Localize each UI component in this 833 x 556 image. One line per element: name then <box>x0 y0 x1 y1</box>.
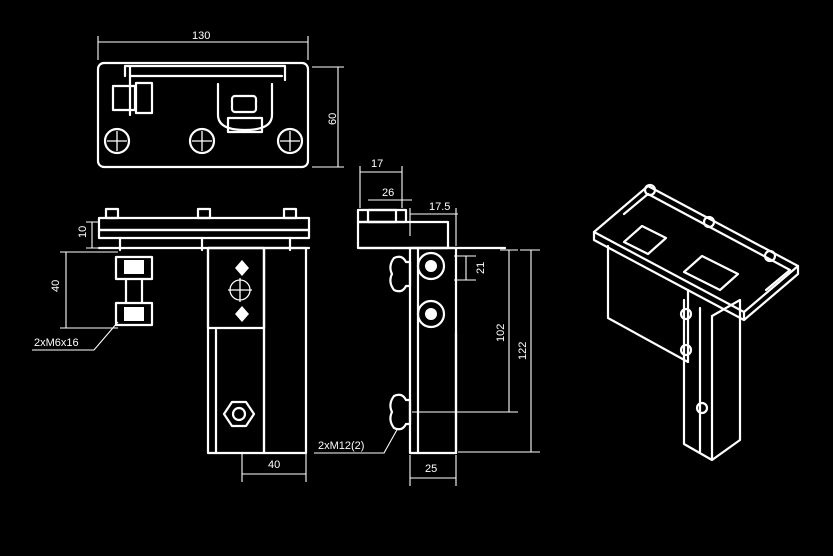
dim-top-height: 60 <box>327 113 339 125</box>
front-diamond-holes <box>228 260 252 322</box>
dim-line-top-width <box>97 36 309 60</box>
dim-side-bottom-width: 25 <box>425 463 437 475</box>
front-clamp-rod <box>124 277 144 305</box>
front-hex-nut <box>222 400 256 428</box>
iso-vertical-leg <box>682 298 742 462</box>
iso-slot-left <box>622 224 668 256</box>
dim-front-width: 40 <box>268 459 280 471</box>
top-clip-bracket <box>123 64 287 117</box>
side-top-block <box>356 208 408 224</box>
side-plate <box>356 220 450 250</box>
top-clamp-screw <box>134 81 154 115</box>
front-hanging-plate <box>206 246 266 330</box>
front-bolt-head-center <box>196 207 212 220</box>
dim-side-offset: 17.5 <box>429 201 450 213</box>
dim-side-height-inner: 102 <box>495 324 507 342</box>
front-top-plate-lower <box>97 228 311 240</box>
dim-front-spacing: 10 <box>77 226 89 238</box>
side-knob-lower <box>389 393 412 431</box>
dim-line-side-bottom-width <box>409 455 457 486</box>
dim-line-side-height-outer <box>458 249 540 453</box>
dim-line-side-top-width <box>359 166 403 208</box>
dim-side-height-outer: 122 <box>517 342 529 360</box>
side-top-slot <box>366 208 398 224</box>
iso-screw-1 <box>643 183 657 197</box>
iso-top-plate-edge <box>592 230 800 322</box>
top-view: 130 60 <box>96 30 344 169</box>
dim-front-height: 40 <box>50 280 62 292</box>
iso-hanging-plate <box>606 244 690 364</box>
front-clamp-lower <box>114 301 154 327</box>
iso-screw-2 <box>702 215 716 229</box>
top-hole-center <box>188 127 216 155</box>
dim-line-front-spacing <box>86 221 100 249</box>
top-clamp-block <box>111 84 137 112</box>
dim-line-front-width <box>241 453 307 482</box>
side-knob-upper <box>389 255 412 293</box>
dim-line-side-height-inner <box>412 249 518 413</box>
callout-leader-screws <box>32 321 119 351</box>
top-hole-left <box>103 127 131 155</box>
front-top-plate <box>97 216 311 232</box>
front-clamp-upper <box>114 255 154 281</box>
top-slot-handle <box>216 82 274 132</box>
iso-hole-leg <box>695 401 709 415</box>
iso-slot-right <box>682 254 740 292</box>
front-bolt-head-left <box>104 207 120 220</box>
side-body-edge <box>416 246 458 455</box>
dim-line-side-offset <box>409 208 458 246</box>
front-clamp-cap-top <box>124 260 144 274</box>
front-leg-outer <box>262 246 308 455</box>
iso-screw-3 <box>763 249 777 263</box>
dim-side-top-width: 17 <box>371 158 383 170</box>
iso-top-plate <box>592 184 800 314</box>
side-view: 17 26 17.5 21 102 122 25 2xM12(2) <box>314 158 540 486</box>
side-hole-upper <box>416 251 446 281</box>
callout-screws: 2xM6x16 <box>34 337 79 349</box>
iso-hole-upper <box>679 307 693 321</box>
isometric-view <box>592 183 800 462</box>
front-view: 10 40 40 2xM6x16 <box>32 207 311 482</box>
iso-hole-lower <box>679 343 693 357</box>
callout-leader-nuts <box>314 427 399 454</box>
top-slot-nut <box>230 94 258 114</box>
dim-line-top-height <box>312 66 344 168</box>
front-bolt-head-right <box>282 207 298 220</box>
dim-side-hole-gap: 21 <box>475 262 487 274</box>
top-slot-bar <box>226 116 264 134</box>
top-hole-right <box>276 127 304 155</box>
callout-nuts: 2xM12(2) <box>318 440 364 452</box>
dim-line-front-height <box>60 251 118 329</box>
front-clamp-cap-bottom <box>124 307 144 321</box>
dim-side-slot-width: 26 <box>382 187 394 199</box>
top-plate-outline <box>96 61 310 169</box>
side-hole-lower <box>416 299 446 329</box>
dim-top-width: 130 <box>192 30 210 42</box>
iso-raised-rim <box>622 192 792 292</box>
dim-line-side-hole-gap <box>454 255 476 281</box>
